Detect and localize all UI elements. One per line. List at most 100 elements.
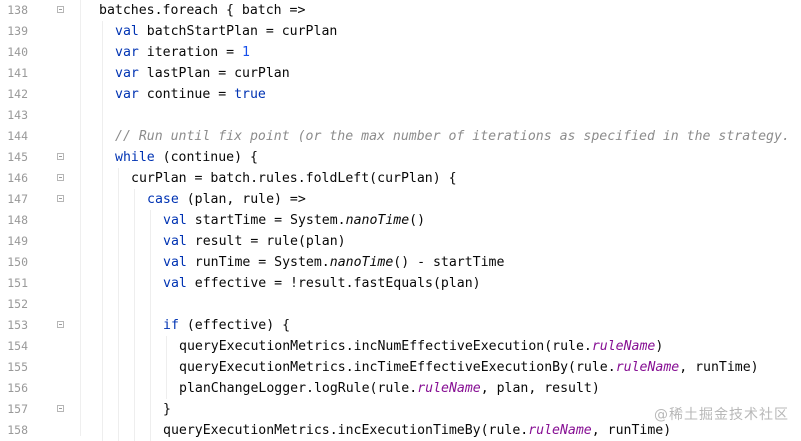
- code-line[interactable]: 150 val runTime = System.nanoTime() - sta…: [0, 252, 801, 273]
- indent-guide: [150, 294, 151, 315]
- code-line[interactable]: 144// Run until fix point (or the max nu…: [0, 126, 801, 147]
- code-token: var: [115, 66, 139, 81]
- indent-guide: [102, 105, 103, 126]
- line-number: 141: [7, 66, 28, 80]
- indent-guide: [134, 336, 135, 357]
- indent-guide: [118, 336, 119, 357]
- code-token: iteration =: [138, 45, 243, 60]
- code-line[interactable]: 147 case (plan, rule) =>: [0, 189, 801, 210]
- code-token: (continue) {: [154, 150, 258, 165]
- indent-guide: [118, 273, 119, 294]
- code-line[interactable]: 146 curPlan = batch.rules.foldLeft(curPla…: [0, 168, 801, 189]
- code-text: case (plan, rule) =>: [147, 189, 306, 210]
- indent-guide: [166, 336, 167, 357]
- code-token: while: [115, 150, 155, 165]
- code-line[interactable]: 152: [0, 294, 801, 315]
- code-token: ruleName: [591, 339, 656, 354]
- code-text: queryExecutionMetrics.incExecutionTimeBy…: [163, 420, 671, 441]
- indent-guide: [102, 252, 103, 273]
- code-text: val startTime = System.nanoTime(): [163, 210, 425, 231]
- code-token: queryExecutionMetrics.incTimeEffectiveEx…: [179, 360, 616, 375]
- line-number: 145: [7, 150, 28, 164]
- code-text: val result = rule(plan): [163, 231, 346, 252]
- line-number: 152: [7, 297, 28, 311]
- code-token: nanoTime: [329, 255, 394, 270]
- code-text: var lastPlan = curPlan: [115, 63, 290, 84]
- code-token: curPlan = batch.rules.foldLeft(curPlan) …: [131, 171, 457, 186]
- indent-guide: [150, 252, 151, 273]
- line-number: 146: [7, 171, 28, 185]
- line-number: 139: [7, 24, 28, 38]
- code-line[interactable]: 157}: [0, 399, 801, 420]
- code-token: (effective) {: [178, 318, 291, 333]
- code-line[interactable]: 143: [0, 105, 801, 126]
- indent-guide: [118, 357, 119, 378]
- line-number: 147: [7, 192, 28, 206]
- code-text: var continue = true: [115, 84, 266, 105]
- indent-guide: [134, 399, 135, 420]
- indent-guide: [118, 168, 119, 189]
- indent-guide: [134, 357, 135, 378]
- indent-guide: [166, 357, 167, 378]
- code-token: ): [655, 339, 664, 354]
- indent-guide: [134, 189, 135, 210]
- indent-guide: [102, 357, 103, 378]
- indent-guide: [150, 336, 151, 357]
- line-number: 142: [7, 87, 28, 101]
- fold-marker-icon[interactable]: [57, 195, 64, 202]
- fold-marker-icon[interactable]: [57, 6, 64, 13]
- indent-guide: [118, 420, 119, 441]
- code-token: 1: [242, 45, 250, 60]
- fold-marker-icon[interactable]: [57, 174, 64, 181]
- indent-guide: [102, 336, 103, 357]
- code-token: runTime = System.: [186, 255, 330, 270]
- indent-guide: [118, 252, 119, 273]
- line-number: 148: [7, 213, 28, 227]
- indent-guide: [102, 420, 103, 441]
- code-token: if: [163, 318, 179, 333]
- fold-marker-icon[interactable]: [57, 153, 64, 160]
- code-token: , runTime): [679, 360, 759, 375]
- code-token: true: [234, 87, 266, 102]
- indent-guide: [102, 168, 103, 189]
- line-number: 151: [7, 276, 28, 290]
- code-token: (): [409, 213, 426, 228]
- indent-guide: [134, 252, 135, 273]
- indent-guide: [118, 189, 119, 210]
- line-number: 143: [7, 108, 28, 122]
- code-token: () - startTime: [393, 255, 505, 270]
- indent-guide: [102, 147, 103, 168]
- line-number: 138: [7, 3, 28, 17]
- indent-guide: [102, 315, 103, 336]
- code-token: var: [115, 45, 139, 60]
- code-text: planChangeLogger.logRule(rule.ruleName, …: [179, 378, 600, 399]
- code-token: ruleName: [528, 423, 592, 438]
- code-token: continue =: [138, 87, 235, 102]
- code-text: queryExecutionMetrics.incNumEffectiveExe…: [179, 336, 663, 357]
- indent-guide: [102, 231, 103, 252]
- line-number: 150: [7, 255, 28, 269]
- code-text: val runTime = System.nanoTime() - startT…: [163, 252, 504, 273]
- code-token: lastPlan = curPlan: [138, 66, 290, 81]
- indent-guide: [134, 378, 135, 399]
- fold-marker-icon[interactable]: [57, 405, 64, 412]
- code-line[interactable]: 142 var continue = true: [0, 84, 801, 105]
- code-line[interactable]: 141 var lastPlan = curPlan: [0, 63, 801, 84]
- code-text: curPlan = batch.rules.foldLeft(curPlan) …: [131, 168, 457, 189]
- code-line[interactable]: 148 val startTime = System.nanoTime(): [0, 210, 801, 231]
- indent-guide: [102, 21, 103, 42]
- fold-marker-icon[interactable]: [57, 321, 64, 328]
- code-line[interactable]: 145 while (continue) {: [0, 147, 801, 168]
- code-token: , runTime): [591, 423, 672, 438]
